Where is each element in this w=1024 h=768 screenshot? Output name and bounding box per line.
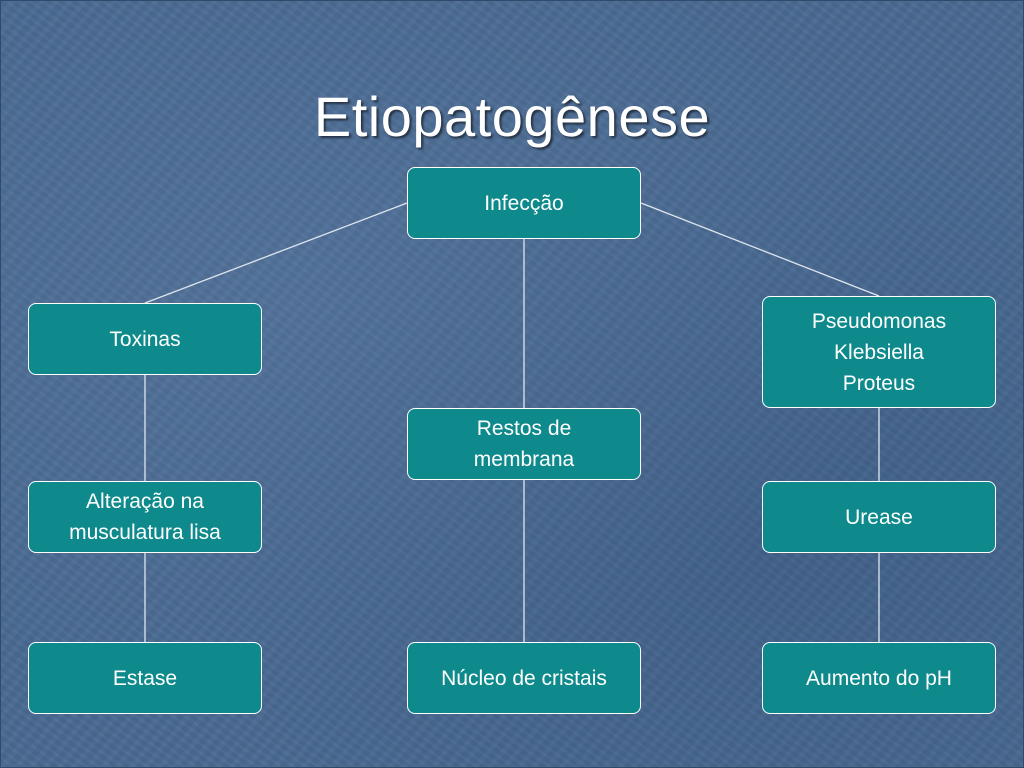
node-nucleo-de-cristais: Núcleo de cristais (407, 642, 641, 714)
slide-title: Etiopatogênese (313, 85, 711, 148)
node-bacterias: Pseudomonas Klebsiella Proteus (762, 296, 996, 408)
node-urease: Urease (762, 481, 996, 553)
edge-infeccao-toxinas (144, 202, 408, 304)
node-restos-de-membrana: Restos de membrana (407, 408, 641, 480)
node-aumento-ph: Aumento do pH (762, 642, 996, 714)
node-toxinas: Toxinas (28, 303, 262, 375)
node-infeccao: Infecção (407, 167, 641, 239)
node-estase: Estase (28, 642, 262, 714)
edge-infeccao-bacterias (640, 202, 880, 297)
node-alteracao-musculatura: Alteração na musculatura lisa (28, 481, 262, 553)
